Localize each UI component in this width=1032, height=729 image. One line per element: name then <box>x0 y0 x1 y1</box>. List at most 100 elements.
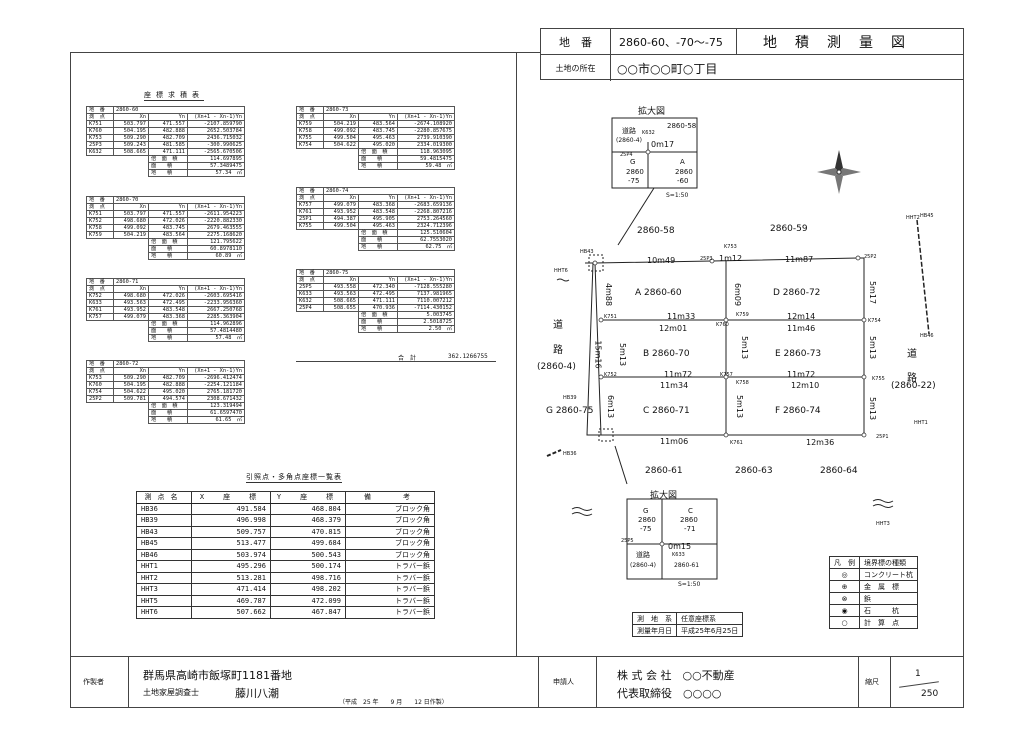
table-row-cell: -7114.430152 <box>397 304 455 312</box>
table-row-cell: -300.990625 <box>187 141 245 149</box>
calc-label: 地 積 <box>148 334 188 342</box>
outer-boundary <box>594 258 865 436</box>
table-row-cell: 7110.007212 <box>397 297 455 305</box>
lot-head: 地 番 <box>86 196 114 204</box>
calc-label: 倍 面 積 <box>148 320 188 328</box>
outer-lot-label: 2860-63 <box>735 466 773 476</box>
header-row-lot: 地 番 2860-60、-70〜-75 地積測量図 <box>541 29 963 55</box>
dim-horizontal: 11m33 <box>667 312 696 321</box>
inset-label: 0m15 <box>668 542 692 551</box>
table-row-cell: 483.548 <box>358 208 398 216</box>
col-header: Xn <box>323 276 359 284</box>
table-row-cell: 494.387 <box>323 215 359 223</box>
author-qual: 土地家屋調査士 <box>143 688 199 697</box>
table-row-cell: K755 <box>296 134 324 142</box>
calc-label: 地 積 <box>148 416 188 424</box>
col-header: (Xn+1 - Xn-1)Yn <box>187 113 245 121</box>
ref-cell: 500.543 <box>270 548 346 561</box>
calc-value: 118.963095 <box>397 148 455 156</box>
table-row-cell: -2683.659136 <box>397 201 455 209</box>
legend-table: 凡 例境界標の種類◎コンクリート杭⊕金 属 標⊗鋲◉石 杭○計 算 点 <box>829 556 918 629</box>
total-line <box>296 361 496 362</box>
legend-header: 境界標の種類 <box>859 556 918 569</box>
table-row-cell: 498.680 <box>113 292 149 300</box>
dim-horizontal: 11m46 <box>787 324 816 333</box>
applicant-label-cell: 申請人 <box>539 657 597 707</box>
table-row-cell: 483.368 <box>358 201 398 209</box>
calc-value: 61.65 ㎡ <box>187 416 245 424</box>
table-row-cell: 504.622 <box>113 388 149 396</box>
author-cell: 群馬県高崎市飯塚町1181番地 土地家屋調査士 藤川八潮 （平成 25 年 9 … <box>129 657 539 707</box>
table-row-cell: 493.563 <box>113 299 149 307</box>
table-row-cell: 495.905 <box>358 215 398 223</box>
table-row-cell: 2308.671432 <box>187 395 245 403</box>
calc-value: 57.4814480 <box>187 327 245 335</box>
ref-col-header: 備 考 <box>345 491 435 504</box>
table-row-cell: 498.680 <box>113 217 149 225</box>
dim-vertical: 15m16 <box>593 340 603 369</box>
dim-horizontal: 11m06 <box>660 437 689 446</box>
calc-value: 57.3489475 <box>187 162 245 170</box>
survey-point-label: HB46 <box>920 333 934 339</box>
lot-label: 地 番 <box>541 29 611 54</box>
table-row-cell: 2275.168620 <box>187 231 245 239</box>
table-row-cell: 504.622 <box>323 141 359 149</box>
calc-label: 面 積 <box>148 162 188 170</box>
survey-point-label: 25P1 <box>876 434 889 440</box>
calc-label: 面 積 <box>148 409 188 417</box>
table-row-cell: K760 <box>86 381 114 389</box>
outer-lot-label: 2860-61 <box>645 466 683 476</box>
table-row-cell: K632 <box>86 148 114 156</box>
table-row-cell: K633 <box>86 299 114 307</box>
lot-head: 地 番 <box>296 269 324 277</box>
calc-label: 倍 面 積 <box>148 155 188 163</box>
inset-2-scale: S=1:50 <box>678 581 701 588</box>
col-header: (Xn+1 - Xn-1)Yn <box>397 113 455 121</box>
table-row-cell: 509.781 <box>113 395 149 403</box>
ref-cell: 468.804 <box>270 502 346 515</box>
table-row-cell: 509.290 <box>113 374 149 382</box>
calc-value: 59.4815475 <box>397 155 455 163</box>
lot-value: 2860-60、-70〜-75 <box>611 29 737 54</box>
scale-denominator: 250 <box>921 689 939 699</box>
table-row-cell: 499.092 <box>113 224 149 232</box>
col-header: 測 点 <box>296 194 324 202</box>
ref-cell: HHT5 <box>136 594 192 607</box>
inset-label: -75 <box>628 177 640 185</box>
calc-value: 123.319494 <box>187 402 245 410</box>
ref-cell: 470.815 <box>270 525 346 538</box>
ref-cell: 495.296 <box>191 560 271 573</box>
lot-head: 地 番 <box>86 360 114 368</box>
table-row-cell: 499.504 <box>323 134 359 142</box>
survey-cell: 平成25年6月25日 <box>675 624 744 637</box>
col-header: (Xn+1 - Xn-1)Yn <box>397 276 455 284</box>
table-row-cell: 472.026 <box>148 217 188 225</box>
inset-label: 道路 <box>636 551 650 559</box>
col-header: 測 点 <box>86 113 114 121</box>
inset-1-scale: S=1:50 <box>666 192 689 199</box>
table-row-cell: K753 <box>86 134 114 142</box>
lot-label: B 2860-70 <box>643 349 690 359</box>
lot-id: 2860-70 <box>113 196 245 204</box>
survey-point-label: HHT6 <box>554 268 568 274</box>
table-row-cell: -2674.108920 <box>397 120 455 128</box>
survey-point-label: 25P3 <box>700 256 713 262</box>
lot-head: 地 番 <box>296 106 324 114</box>
table-row-cell: 504.219 <box>113 231 149 239</box>
dim-vertical: 5m17 <box>868 280 878 305</box>
inset-label: 2860 <box>675 168 693 176</box>
ref-title: 引照点・多角点座標一覧表 <box>246 473 342 483</box>
calc-label: 倍 面 積 <box>148 238 188 246</box>
col-header: (Xn+1 - Xn-1)Yn <box>187 367 245 375</box>
ref-col-header: X 座 標 <box>191 491 271 504</box>
table-row-cell: K754 <box>86 388 114 396</box>
north-arrow-icon <box>817 150 861 194</box>
table-row-cell: 499.079 <box>113 313 149 321</box>
col-header: Xn <box>113 203 149 211</box>
dim-vertical: 5m13 <box>735 394 745 419</box>
